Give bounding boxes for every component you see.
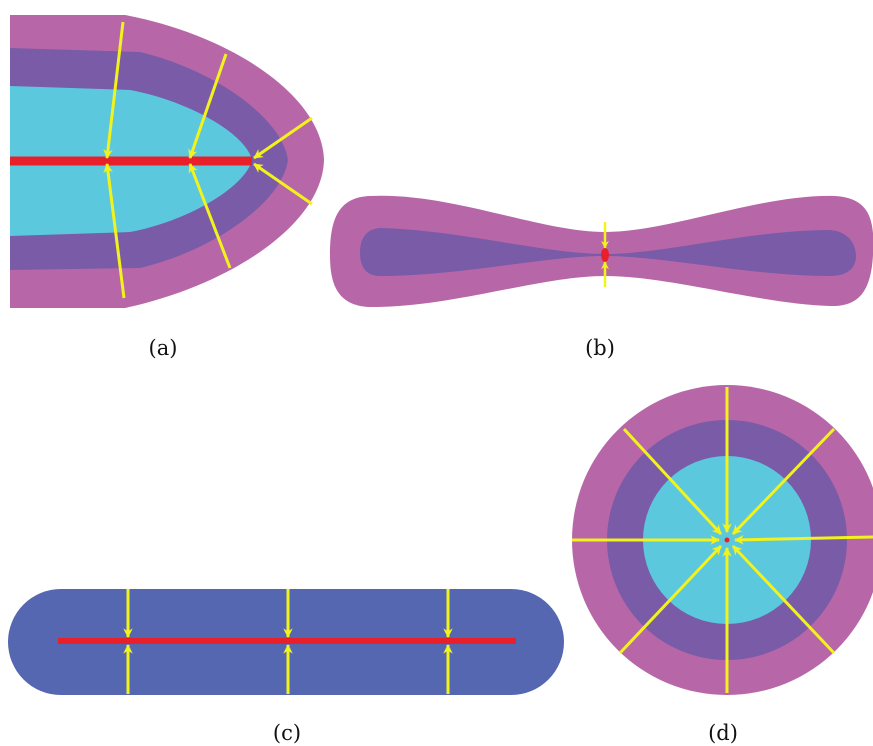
caption-a: (a) [149, 336, 178, 360]
panel-c: (c) [8, 589, 564, 745]
medial-point [601, 248, 609, 262]
panel-b: (b) [330, 196, 873, 360]
caption-c: (c) [273, 721, 301, 745]
panel-d: (d) [572, 385, 873, 745]
medial-point [725, 538, 730, 543]
panel-a: (a) [10, 15, 324, 360]
caption-d: (d) [708, 721, 738, 745]
caption-b: (b) [585, 336, 615, 360]
